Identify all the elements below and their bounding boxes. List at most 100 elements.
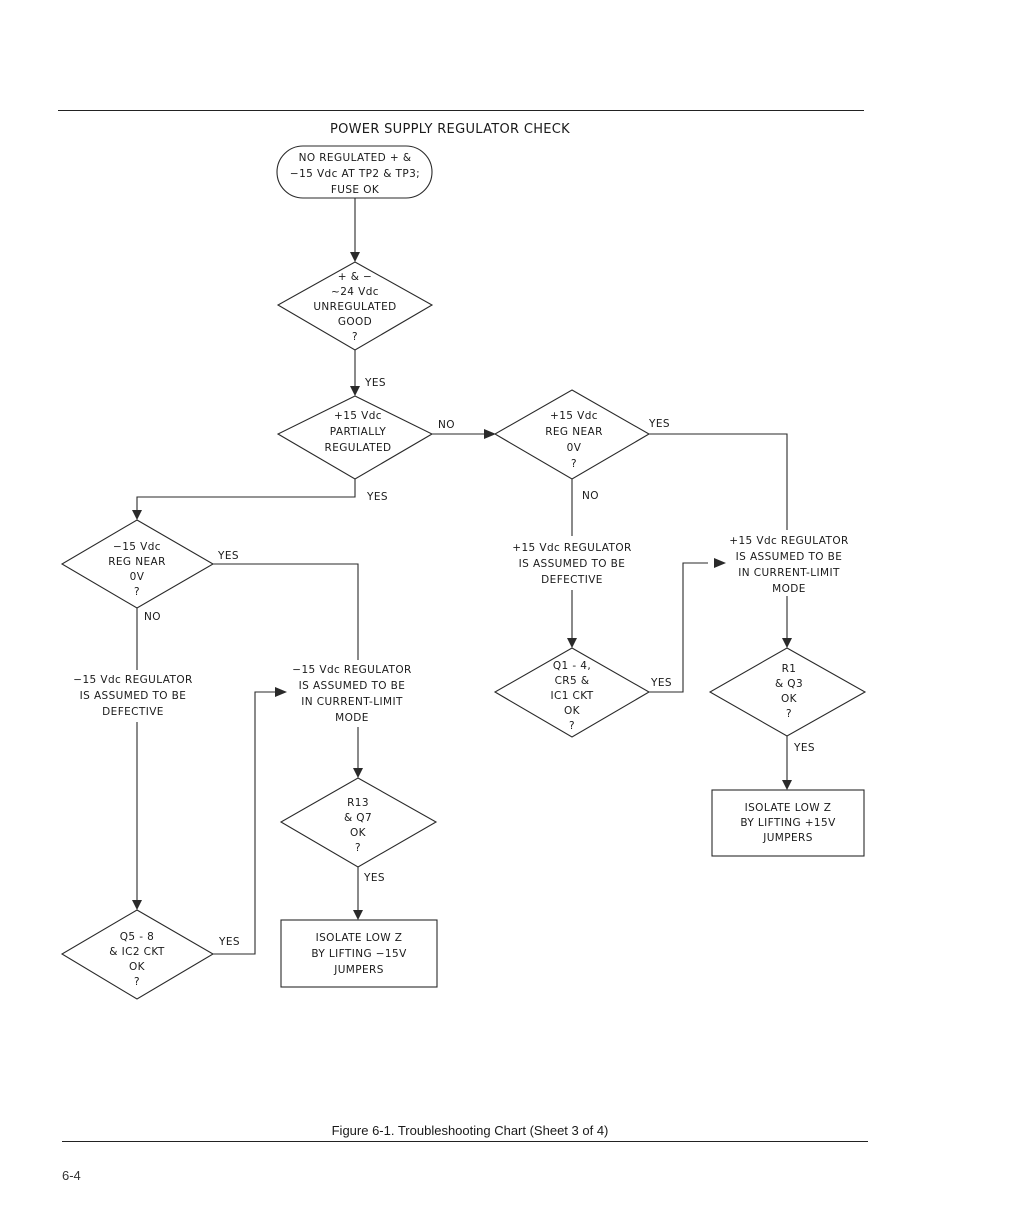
decision-r1-q3 <box>708 647 867 737</box>
node-text-line: IS ASSUMED TO BE <box>519 558 626 570</box>
label-neg-yes: YES <box>217 550 239 562</box>
node-text-line: 0V <box>130 571 145 583</box>
node-text-line: JUMPERS <box>762 832 813 844</box>
node-text-line: IN CURRENT-LIMIT <box>738 567 840 579</box>
node-text-line: ~24 Vdc <box>331 286 379 298</box>
node-text-line: MODE <box>335 712 369 724</box>
node-text-line: +15 Vdc REGULATOR <box>729 535 848 547</box>
node-text-line: IS ASSUMED TO BE <box>736 551 843 563</box>
arrow-neg-near0 <box>132 510 142 520</box>
node-q5-8-text: Q5 - 8 & IC2 CKT OK? <box>109 931 165 988</box>
header-rule <box>58 110 864 111</box>
node-text-line: PARTIALLY <box>330 426 387 438</box>
node-text-line: −15 Vdc AT TP2 & TP3; <box>290 168 420 180</box>
isolate-pos-box <box>711 789 865 857</box>
footer-rule <box>62 1141 868 1142</box>
node-start-text: NO REGULATED + & −15 Vdc AT TP2 & TP3; FUS… <box>290 152 420 196</box>
arrow-q1 <box>567 638 577 648</box>
node-text-line: −15 Vdc <box>113 541 161 553</box>
conn-partial-yes <box>136 479 356 512</box>
chart-title: POWER SUPPLY REGULATOR CHECK <box>329 122 570 137</box>
node-text-line: +15 Vdc <box>550 410 598 422</box>
label-r1-yes: YES <box>793 742 815 754</box>
node-text-line: OK <box>350 827 367 839</box>
node-text-line: + & − <box>338 271 372 283</box>
node-text-line: BY LIFTING +15V <box>740 817 836 829</box>
node-texts: NO REGULATED + & −15 Vdc AT TP2 & TP3; FUS… <box>73 152 848 988</box>
node-text-line: REGULATED <box>325 442 392 454</box>
node-text-line: 0V <box>567 442 582 454</box>
conn-q5-yes <box>213 691 277 955</box>
node-text-line: ? <box>569 720 575 732</box>
node-text-line: Q5 - 8 <box>120 931 155 943</box>
node-neg-cl-text: −15 Vdc REGULATOR IS ASSUMED TO BE IN CURR… <box>292 664 411 724</box>
label-r13-yes: YES <box>363 872 385 884</box>
node-text-line: Q1 - 4, <box>553 660 591 672</box>
node-text-line: ? <box>134 976 140 988</box>
node-isolate-pos-text: ISOLATE LOW Z BY LIFTING +15V JUMPERS <box>740 802 836 844</box>
node-text-line: ISOLATE LOW Z <box>745 802 832 814</box>
node-text-line: REG NEAR <box>108 556 166 568</box>
conn-q1-yes <box>649 562 708 693</box>
node-text-line: IS ASSUMED TO BE <box>299 680 406 692</box>
label-neg-no: NO <box>144 611 161 623</box>
node-neg-defective-text: −15 Vdc REGULATOR IS ASSUMED TO BE DEFECTI… <box>73 674 192 718</box>
node-text-line: IS ASSUMED TO BE <box>80 690 187 702</box>
node-text-line: ? <box>134 586 140 598</box>
node-text-line: FUSE OK <box>331 184 380 196</box>
node-pos-cl-text: +15 Vdc REGULATOR IS ASSUMED TO BE IN CURR… <box>729 535 848 595</box>
node-text-line: BY LIFTING −15V <box>311 948 407 960</box>
node-text-line: DEFECTIVE <box>541 574 603 586</box>
node-text-line: JUMPERS <box>333 964 384 976</box>
decision-q1-4 <box>493 647 651 738</box>
label-pos-yes: YES <box>648 418 670 430</box>
arrow-pos-near0 <box>484 429 496 439</box>
arrow-pos-cl <box>714 558 726 568</box>
node-text-line: +15 Vdc REGULATOR <box>512 542 631 554</box>
node-text-line: REG NEAR <box>545 426 603 438</box>
node-text-line: & Q7 <box>344 812 372 824</box>
node-text-line: −15 Vdc REGULATOR <box>292 664 411 676</box>
shapes <box>60 145 867 1000</box>
node-text-line: IN CURRENT-LIMIT <box>301 696 403 708</box>
arrow-unreg <box>350 252 360 262</box>
label-q1-yes: YES <box>650 677 672 689</box>
node-text-line: OK <box>129 961 146 973</box>
node-text-line: R1 <box>782 663 797 675</box>
arrow-isolate-neg <box>353 910 363 920</box>
node-text-line: ? <box>355 842 361 854</box>
node-text-line: & IC2 CKT <box>109 946 165 958</box>
label-partial-no: NO <box>438 419 455 431</box>
node-text-line: ? <box>571 458 577 470</box>
node-text-line: ISOLATE LOW Z <box>316 932 403 944</box>
label-pos-no: NO <box>582 490 599 502</box>
node-text-line: ? <box>352 331 358 343</box>
node-pos-defective-text: +15 Vdc REGULATOR IS ASSUMED TO BE DEFECTI… <box>512 542 631 586</box>
node-text-line: CR5 & <box>555 675 590 687</box>
arrow-r1 <box>782 638 792 648</box>
arrowheads <box>132 252 792 920</box>
page-number: 6-4 <box>62 1168 81 1183</box>
arrow-r13 <box>353 768 363 778</box>
conn-neg-yes <box>213 563 359 660</box>
node-text-line: −15 Vdc REGULATOR <box>73 674 192 686</box>
isolate-neg-box <box>280 919 438 988</box>
node-text-line: ? <box>786 708 792 720</box>
node-text-line: & Q3 <box>775 678 803 690</box>
node-text-line: +15 Vdc <box>334 410 382 422</box>
node-text-line: DEFECTIVE <box>102 706 164 718</box>
decision-q5-8 <box>60 909 215 1000</box>
label-q5-yes: YES <box>218 936 240 948</box>
node-text-line: GOOD <box>338 316 372 328</box>
figure-caption: Figure 6-1. Troubleshooting Chart (Sheet… <box>331 1123 609 1138</box>
node-text-line: NO REGULATED + & <box>299 152 412 164</box>
node-text-line: UNREGULATED <box>313 301 396 313</box>
